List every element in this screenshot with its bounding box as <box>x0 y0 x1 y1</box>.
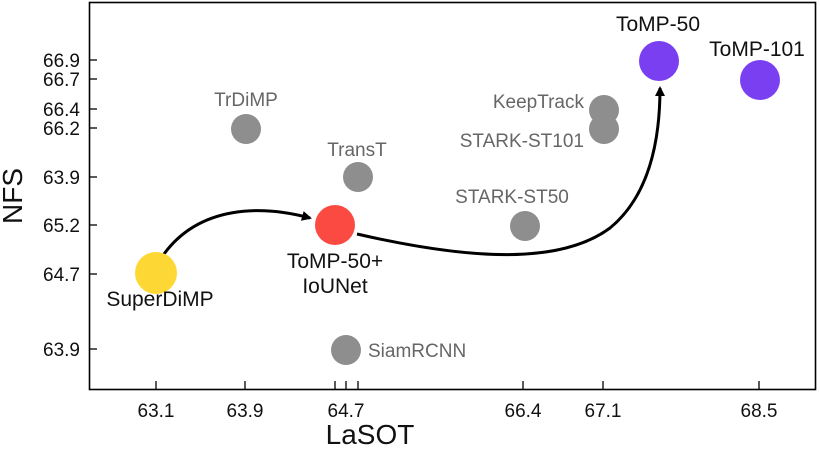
point-label: STARK-ST101 <box>460 131 584 152</box>
data-point: ToMP-50 <box>616 13 700 81</box>
data-point: TrDiMP <box>214 90 278 144</box>
x-axis-ticks: 63.1 63.9 64.7 66.4 67.1 68.5 <box>138 381 778 422</box>
x-axis-title: LaSOT <box>326 419 415 450</box>
data-point: ToMP-101 <box>709 38 805 100</box>
point-label-line2: IoUNet <box>302 275 368 298</box>
point-marker <box>639 41 679 81</box>
arrow-superdimp-to-iounet <box>162 209 312 255</box>
y-tick-label: 66.4 <box>43 100 80 121</box>
x-tick-label: 64.7 <box>328 401 365 422</box>
arrow-iounet-to-tomp50 <box>356 86 665 257</box>
y-tick-label: 66.2 <box>43 119 80 140</box>
point-label: ToMP-50 <box>616 13 700 36</box>
y-tick-label: 64.7 <box>43 265 80 286</box>
x-tick-label: 68.5 <box>741 401 778 422</box>
data-point: SuperDiMP <box>106 252 214 311</box>
x-tick-label: 67.1 <box>585 401 622 422</box>
point-label: KeepTrack <box>493 92 585 113</box>
y-tick-label: 66.9 <box>43 51 80 72</box>
point-marker <box>510 211 540 241</box>
point-marker <box>231 114 261 144</box>
data-point: STARK-ST101 <box>460 114 619 152</box>
plot-frame <box>88 1 817 391</box>
point-marker <box>589 114 619 144</box>
data-point: SiamRCNN <box>331 335 466 365</box>
point-label: STARK-ST50 <box>455 187 569 208</box>
point-label: SuperDiMP <box>106 288 213 311</box>
y-tick-label: 65.2 <box>43 216 80 237</box>
point-marker <box>740 60 780 100</box>
point-label: TrDiMP <box>214 90 278 111</box>
point-marker <box>331 335 361 365</box>
point-label: TransT <box>327 140 387 161</box>
point-label: ToMP-101 <box>709 38 805 61</box>
point-label: ToMP-50+ <box>287 250 383 273</box>
x-tick-label: 63.9 <box>227 401 264 422</box>
point-marker <box>315 205 355 245</box>
y-tick-label: 63.9 <box>43 340 80 361</box>
x-tick-label: 63.1 <box>138 401 175 422</box>
y-axis-title: NFS <box>0 168 28 224</box>
point-marker <box>135 252 177 294</box>
x-tick-label: 66.4 <box>505 401 542 422</box>
point-marker <box>343 162 373 192</box>
y-axis-ticks: 66.966.7 66.466.2 63.9 65.2 64.7 63.9 <box>43 51 97 361</box>
y-tick-label: 63.9 <box>43 168 80 189</box>
data-point: TransT <box>327 140 387 192</box>
point-label: SiamRCNN <box>368 341 466 362</box>
y-tick-label: 66.7 <box>43 70 80 91</box>
data-point: STARK-ST50 <box>455 187 569 241</box>
data-point: ToMP-50+IoUNet <box>287 205 383 298</box>
